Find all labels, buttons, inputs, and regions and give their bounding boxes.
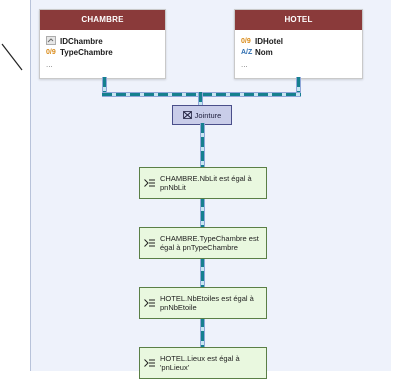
connector-chambre-down: [102, 77, 107, 97]
field-label: IDHotel: [255, 37, 283, 46]
condition-text: CHAMBRE.TypeChambre est égal à pnTypeCha…: [160, 234, 259, 252]
condition-text: HOTEL.Lieux est égal à 'pnLieux': [160, 354, 240, 372]
filter-condition-icon: [144, 359, 155, 367]
filter-condition-icon: [144, 299, 155, 307]
filter-condition-icon: [144, 179, 155, 187]
condition-text: HOTEL.NbEtoiles est égal à pnNbEtoile: [160, 294, 254, 312]
connector-cond3-cond4: [200, 317, 205, 347]
table-chambre-title[interactable]: CHAMBRE: [40, 10, 165, 30]
connector-hotel-across: [202, 92, 301, 97]
more-fields[interactable]: ...: [46, 60, 53, 69]
numeric-type-icon: 0/9: [241, 38, 251, 45]
field-label: IDChambre: [60, 37, 103, 46]
condition-node-nblit[interactable]: CHAMBRE.NbLit est égal à pnNbLit: [139, 167, 267, 199]
numeric-type-icon: 0/9: [46, 49, 56, 56]
join-icon: [182, 111, 192, 119]
field-typechambre[interactable]: 0/9 TypeChambre: [46, 47, 159, 58]
key-icon: [46, 36, 60, 47]
connector-hotel-down: [296, 77, 301, 97]
connector-cond1-cond2: [200, 197, 205, 227]
field-label: TypeChambre: [60, 48, 113, 57]
connector-to-join: [198, 92, 203, 105]
connector-chambre-across: [102, 92, 202, 97]
condition-node-typechambre[interactable]: CHAMBRE.TypeChambre est égal à pnTypeCha…: [139, 227, 267, 259]
connector-cond2-cond3: [200, 257, 205, 287]
condition-node-lieux[interactable]: HOTEL.Lieux est égal à 'pnLieux': [139, 347, 267, 379]
condition-node-nbetoiles[interactable]: HOTEL.NbEtoiles est égal à pnNbEtoile: [139, 287, 267, 319]
more-fields[interactable]: ...: [241, 60, 248, 69]
table-hotel-title[interactable]: HOTEL: [235, 10, 362, 30]
table-hotel[interactable]: HOTEL 0/9 IDHotel A/Z Nom ...: [234, 9, 363, 79]
table-chambre[interactable]: CHAMBRE IDChambre 0/9 TypeChambre ...: [39, 9, 166, 79]
filter-condition-icon: [144, 239, 155, 247]
join-node[interactable]: Jointure: [172, 105, 232, 125]
condition-text: CHAMBRE.NbLit est égal à pnNbLit: [160, 174, 252, 192]
field-idhotel[interactable]: 0/9 IDHotel: [241, 36, 356, 47]
field-label: Nom: [255, 48, 273, 57]
field-idchambre[interactable]: IDChambre: [46, 36, 159, 47]
join-label: Jointure: [194, 110, 222, 120]
text-type-icon: A/Z: [241, 49, 253, 56]
field-nom[interactable]: A/Z Nom: [241, 47, 356, 58]
diagonal-line: [1, 43, 23, 71]
connector-join-cond1: [200, 123, 205, 167]
